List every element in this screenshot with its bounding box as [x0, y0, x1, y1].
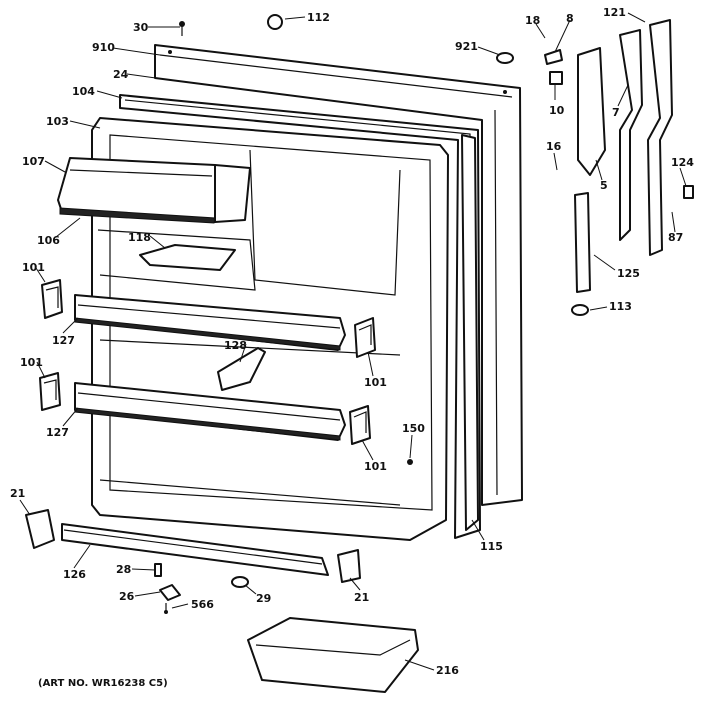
lower-door-shelf — [74, 382, 346, 441]
callout-101-left-lower: 101 — [20, 356, 43, 369]
callout-106: 106 — [37, 234, 60, 247]
stop-plate — [159, 584, 181, 601]
callout-112: 112 — [307, 11, 330, 24]
callout-910: 910 — [92, 41, 115, 54]
callout-101-right-lower: 101 — [364, 460, 387, 473]
callout-21-right: 21 — [354, 591, 369, 604]
callout-21-left: 21 — [10, 487, 25, 500]
bracket-8 — [544, 49, 563, 65]
leader-lines — [19, 12, 687, 671]
callout-16: 16 — [546, 140, 562, 153]
callout-128: 128 — [224, 339, 247, 352]
callout-216: 216 — [436, 664, 459, 677]
callout-150: 150 — [402, 422, 425, 435]
cap-124 — [683, 185, 694, 199]
upper-door-shelf — [74, 294, 346, 351]
callout-127-lower: 127 — [46, 426, 69, 439]
shelf-bracket-right-lower — [349, 405, 371, 445]
shelf-bracket-left-lower — [39, 372, 61, 411]
handle-end-cap — [577, 47, 606, 176]
callout-121: 121 — [603, 6, 626, 19]
callout-30: 30 — [133, 21, 149, 34]
callout-5: 5 — [600, 179, 608, 192]
callout-29: 29 — [256, 592, 271, 605]
callout-87: 87 — [668, 231, 683, 244]
shelf-bracket-left-upper — [41, 279, 63, 319]
callout-101-left-upper: 101 — [22, 261, 45, 274]
callout-8: 8 — [566, 12, 574, 25]
callout-107: 107 — [22, 155, 45, 168]
callout-113: 113 — [609, 300, 632, 313]
plug-921 — [496, 52, 514, 64]
cam — [154, 563, 162, 577]
callout-115: 115 — [480, 540, 503, 553]
art-number-caption: (ART NO. WR16238 C5) — [38, 678, 168, 689]
callout-104: 104 — [72, 85, 95, 98]
callout-126: 126 — [63, 568, 86, 581]
hinge-pin-strip — [574, 192, 591, 293]
callout-101-right-upper: 101 — [364, 376, 387, 389]
bushing — [231, 576, 249, 588]
callout-10: 10 — [549, 104, 565, 117]
callout-18: 18 — [525, 14, 540, 27]
callout-labels: 30 112 18 8 121 910 921 24 10 7 104 103 … — [10, 6, 694, 677]
callout-566: 566 — [191, 598, 214, 611]
retainer-clip — [217, 347, 266, 391]
hinge-bracket-right — [337, 549, 361, 583]
callout-7: 7 — [612, 106, 620, 119]
egg-tray — [139, 244, 236, 271]
callout-124: 124 — [671, 156, 694, 169]
handle-long — [619, 29, 643, 241]
door-bin — [247, 617, 419, 693]
callout-125: 125 — [617, 267, 640, 280]
plug-112 — [267, 14, 283, 30]
bottom-rail — [61, 523, 329, 576]
callout-24: 24 — [113, 68, 129, 81]
butter-compartment — [57, 157, 251, 224]
callout-118: 118 — [128, 231, 151, 244]
callout-26: 26 — [119, 590, 135, 603]
shelf-bracket-right-upper — [354, 317, 376, 358]
callout-921: 921 — [455, 40, 478, 53]
callout-28: 28 — [116, 563, 131, 576]
hinge-bracket-left — [25, 509, 55, 549]
callout-103: 103 — [46, 115, 69, 128]
handle-end-plug — [571, 304, 589, 316]
trim-strip — [461, 134, 479, 531]
clip-10 — [549, 71, 563, 85]
handle-trim — [647, 19, 673, 256]
callout-127-upper: 127 — [52, 334, 75, 347]
screw — [407, 459, 413, 465]
